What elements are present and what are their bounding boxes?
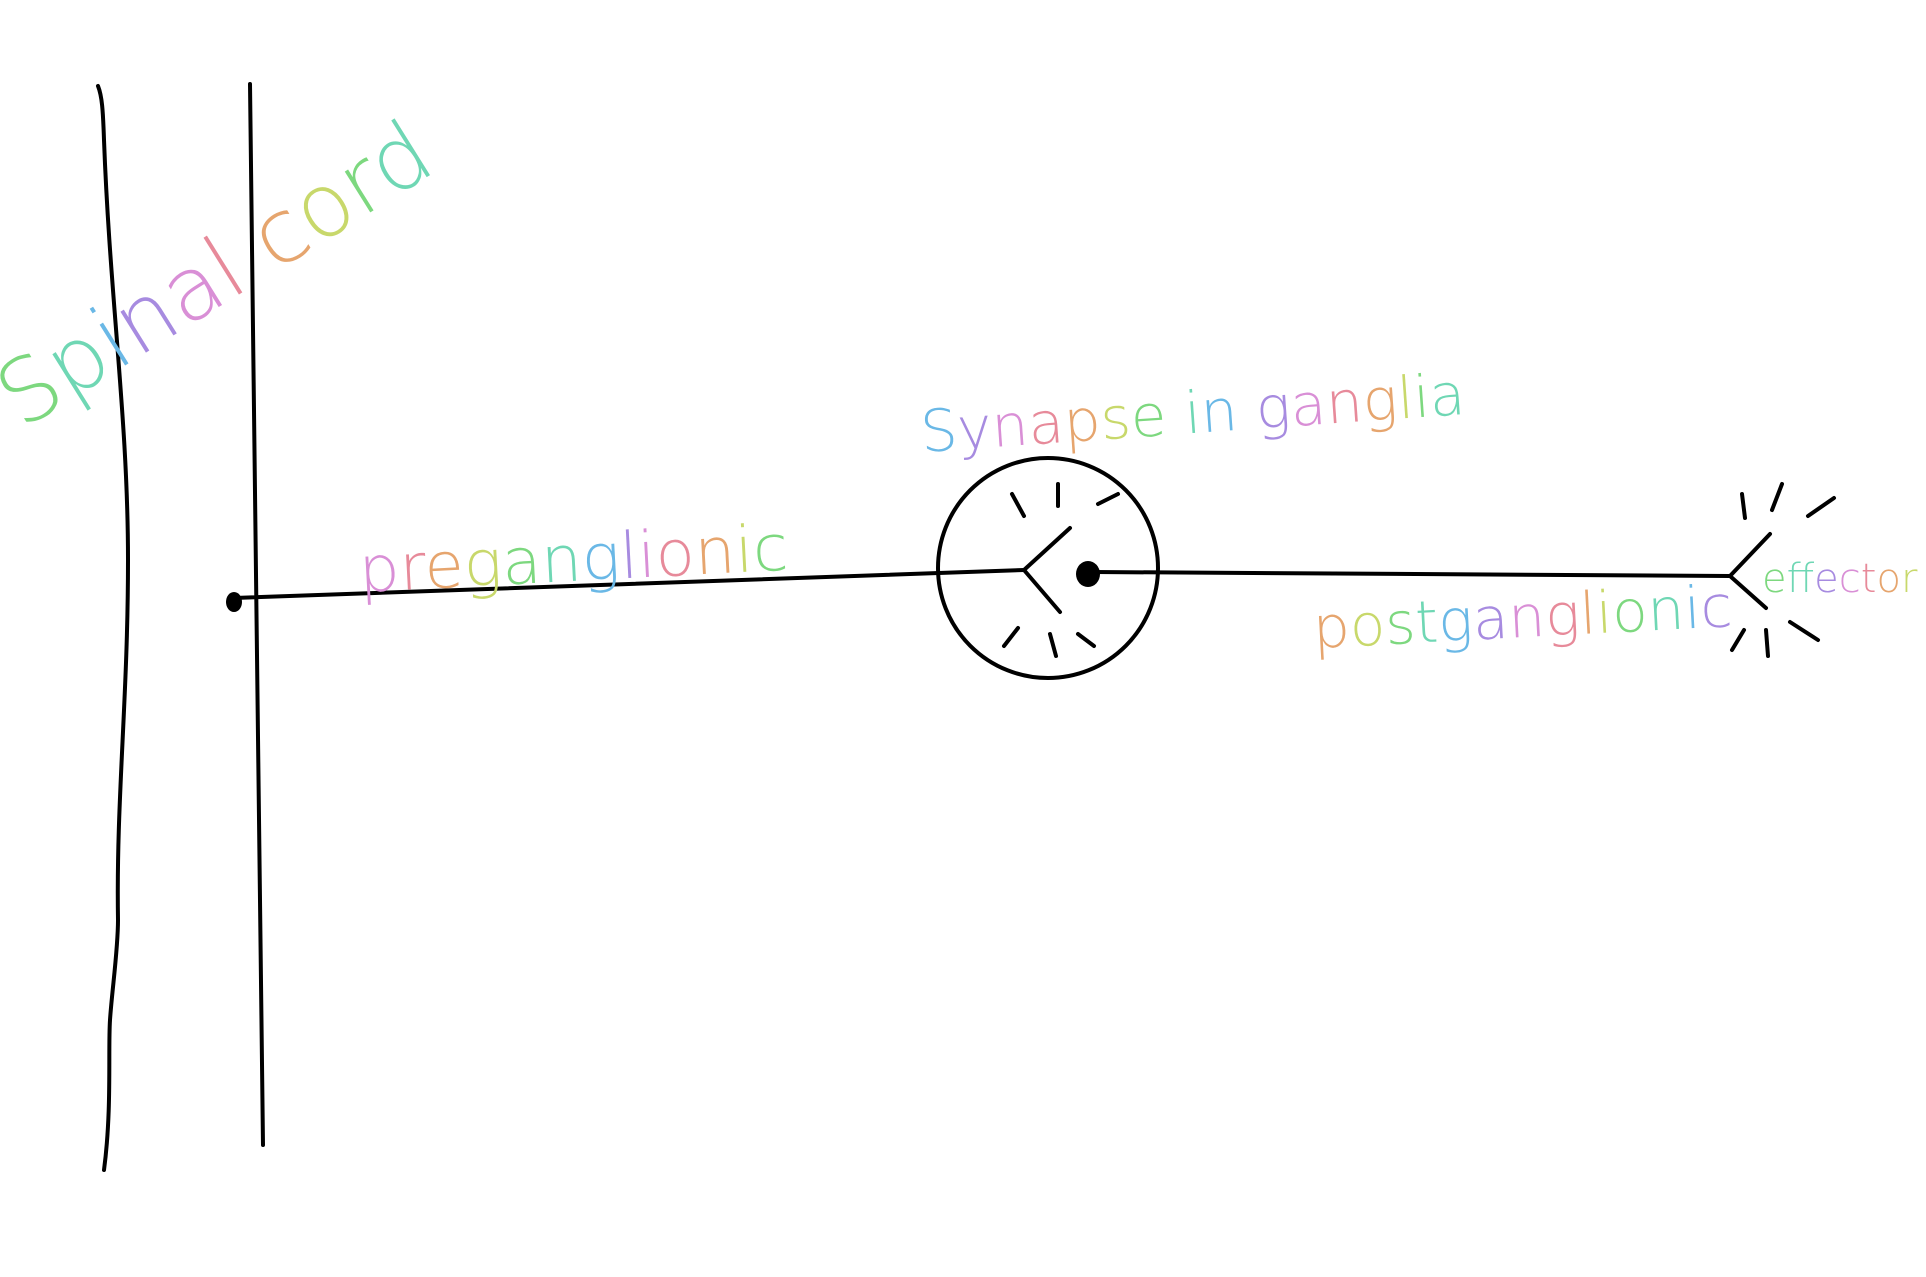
spinal-cord-right-wall <box>248 82 265 1147</box>
ganglion-activity-marks <box>1002 482 1120 658</box>
preganglionic-label: preganglionic <box>357 512 790 608</box>
postganglionic-soma <box>1076 561 1100 587</box>
postganglionic-axon <box>1092 570 1732 578</box>
axon-terminal-branch <box>1022 526 1072 614</box>
effector-label: effector <box>1762 556 1918 602</box>
spinal-cord-label: Spinal cord <box>0 100 450 448</box>
effector-activity-marks <box>1730 482 1836 658</box>
preganglionic-soma <box>226 592 242 612</box>
ganglion <box>936 456 1160 680</box>
preganglionic-axon <box>232 568 1026 600</box>
effector-terminal <box>1728 532 1772 610</box>
postganglionic-label: postganglionic <box>1311 572 1734 662</box>
synapse-label: Synapse in ganglia <box>918 360 1467 466</box>
spinal-cord-left-wall <box>96 84 130 1172</box>
